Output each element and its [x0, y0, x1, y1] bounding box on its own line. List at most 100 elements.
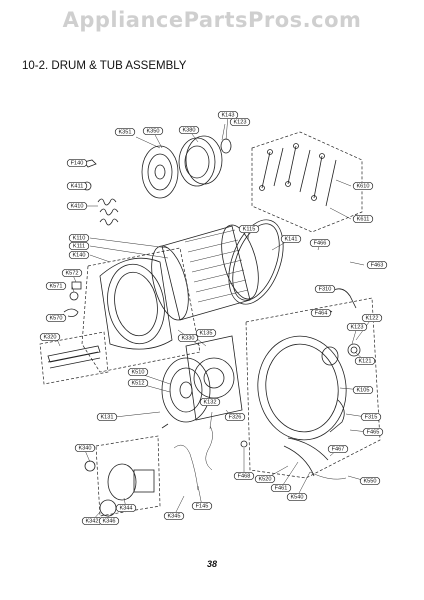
callout-f465: F465	[362, 427, 384, 437]
callout-text: F465	[367, 429, 380, 435]
callout-k135: K135	[195, 328, 217, 338]
callout-text: F467	[332, 446, 345, 452]
callout-text: F326	[229, 414, 242, 420]
callout-k611: K611	[352, 214, 374, 224]
callout-k122: K122	[361, 313, 383, 323]
callout-k351: K351	[114, 127, 136, 137]
callout-f466: F466	[309, 238, 331, 248]
callout-text: K342	[85, 518, 98, 524]
callout-k410: K410	[66, 201, 88, 211]
callout-f464: F464	[310, 308, 332, 318]
callout-f145: F145	[191, 501, 213, 511]
rear-tub-bracket	[185, 335, 243, 421]
callout-text: K123	[233, 119, 246, 125]
callout-text: K345	[167, 513, 180, 519]
callout-text: K132	[203, 399, 216, 405]
callout-text: K330	[181, 335, 194, 341]
callout-text: K110	[73, 235, 86, 241]
callout-k123b: K123	[346, 322, 368, 332]
callout-k610: K610	[352, 181, 374, 191]
parts-drawing	[39, 131, 381, 517]
callout-text: K350	[146, 128, 159, 134]
callout-k143: K143	[217, 110, 239, 120]
rotor-hub	[178, 135, 232, 187]
callout-k345: K345	[163, 511, 185, 521]
callout-k131: K131	[96, 412, 118, 422]
callout-k111: K111	[68, 241, 90, 251]
callout-k115: K115	[238, 224, 260, 234]
callout-k123a: K123	[229, 117, 251, 127]
section-title: 10-2. DRUM & TUB ASSEMBLY	[22, 60, 187, 72]
callout-text: K346	[102, 518, 115, 524]
callout-k340: K340	[74, 443, 96, 453]
wire-harness	[161, 423, 248, 491]
callout-k320: K320	[39, 332, 61, 342]
callout-text: F140	[71, 160, 84, 166]
callout-text: K351	[118, 129, 131, 135]
callout-text: K610	[356, 183, 369, 189]
callout-text: K105	[356, 387, 369, 393]
drum	[151, 224, 259, 321]
callout-k330: K330	[177, 333, 199, 343]
callout-text: K121	[358, 358, 371, 364]
callout-text: K540	[290, 494, 303, 500]
callout-text: K411	[71, 183, 84, 189]
callout-text: F463	[371, 262, 384, 268]
callout-k110: K110	[68, 233, 90, 243]
callout-k520: K520	[254, 474, 276, 484]
callout-text: F310	[319, 286, 332, 292]
callout-k572: K572	[61, 268, 83, 278]
callout-k121: K121	[354, 356, 376, 366]
callout-k571: K571	[45, 281, 67, 291]
leader-lines	[55, 114, 373, 522]
callout-text: K135	[199, 330, 212, 336]
callout-text: K570	[49, 315, 62, 321]
callout-k344: K344	[115, 503, 137, 513]
callout-text: F466	[314, 240, 327, 246]
callout-k411: K411	[66, 181, 88, 191]
hoses	[283, 288, 357, 480]
drum-spider	[141, 145, 179, 199]
callout-f310: F310	[314, 284, 336, 294]
callout-text: K611	[357, 216, 370, 222]
callout-text: K512	[131, 380, 144, 386]
callout-f467: F467	[327, 444, 349, 454]
callout-f461: F461	[270, 483, 292, 493]
callout-text: K340	[78, 445, 91, 451]
watermark: AppliancePartsPros.com	[62, 8, 362, 32]
callout-text: K520	[258, 476, 271, 482]
callout-f326: F326	[224, 412, 246, 422]
callout-text: F468	[238, 473, 251, 479]
callout-k510: K510	[127, 367, 149, 377]
callout-k570: K570	[45, 313, 67, 323]
callout-text: K410	[70, 203, 83, 209]
callout-text: K550	[363, 478, 376, 484]
callout-k350: K350	[142, 126, 164, 136]
callout-k512: K512	[127, 378, 149, 388]
callout-k105: K105	[352, 385, 374, 395]
callout-k140: K140	[68, 250, 90, 260]
callout-f315: F315	[360, 412, 382, 422]
callout-text: K131	[100, 414, 113, 420]
callout-text: F315	[365, 414, 378, 420]
callout-text: K123	[350, 324, 363, 330]
callout-text: K510	[131, 369, 144, 375]
callout-text: K140	[72, 252, 85, 258]
rear-tub	[245, 297, 381, 479]
callout-text: K380	[182, 127, 195, 133]
callout-text: F145	[196, 503, 209, 509]
callout-k540: K540	[286, 492, 308, 502]
callout-text: K143	[221, 112, 234, 118]
callout-text: F464	[315, 310, 328, 316]
callout-k141: K141	[280, 234, 302, 244]
callout-k132: K132	[199, 397, 221, 407]
callout-text: K122	[365, 315, 378, 321]
page-number: 38	[206, 559, 217, 569]
callout-k380: K380	[178, 125, 200, 135]
callout-k346: K346	[98, 516, 120, 526]
motor-stator	[161, 357, 211, 423]
callout-f468: F468	[233, 471, 255, 481]
